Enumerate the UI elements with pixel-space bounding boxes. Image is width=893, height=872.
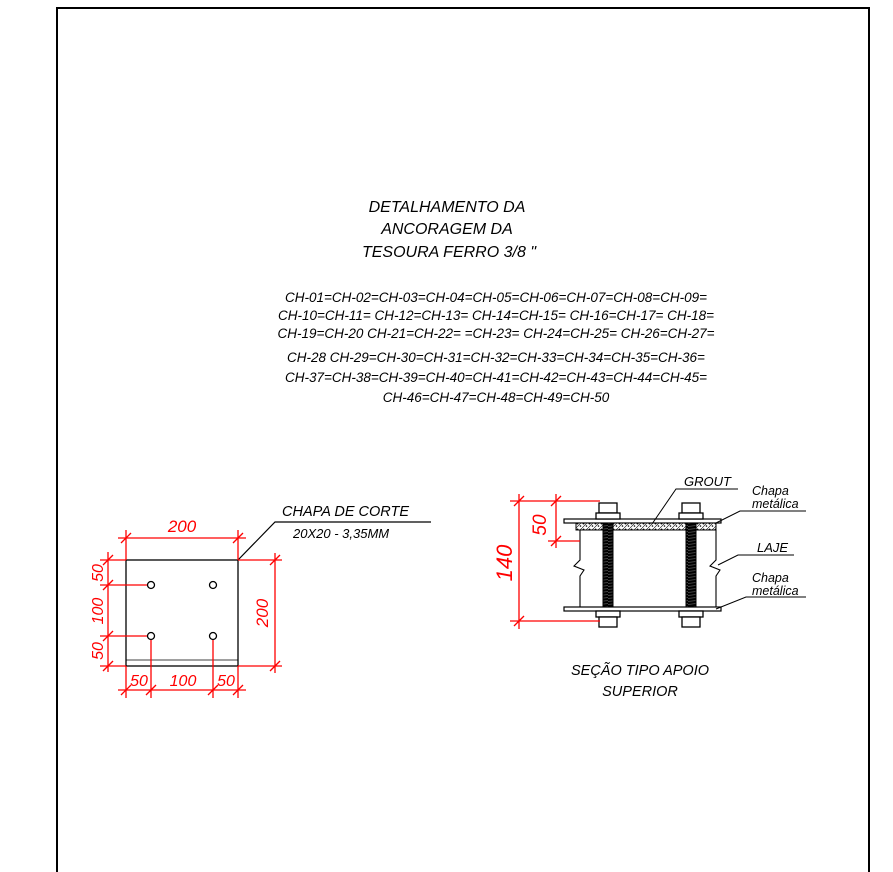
title-line-1: DETALHAMENTO DA bbox=[369, 199, 526, 216]
section-grout-layer bbox=[575, 522, 717, 531]
plate-hole bbox=[208, 631, 218, 641]
plate-list-line-2: CH-10=CH-11= CH-12=CH-13= CH-14=CH-15= C… bbox=[278, 308, 714, 323]
dim-plate-bottom-left: 50 bbox=[130, 673, 148, 690]
plate-list-line-6: CH-46=CH-47=CH-48=CH-49=CH-50 bbox=[383, 390, 610, 405]
section-caption-line-2: SUPERIOR bbox=[602, 684, 678, 700]
plate-plan-view: CHAPA DE CORTE 20X20 - 3,35MM bbox=[90, 504, 431, 698]
section-bottom-plate bbox=[563, 606, 722, 612]
plate-outline bbox=[125, 559, 239, 667]
dim-plate-bottom-mid: 100 bbox=[170, 673, 197, 690]
label-laje: LAJE bbox=[757, 540, 788, 555]
label-grout: GROUT bbox=[684, 474, 732, 489]
plate-list-line-4: CH-28 CH-29=CH-30=CH-31=CH-32=CH-33=CH-3… bbox=[287, 350, 705, 365]
plate-list-line-3: CH-19=CH-20 CH-21=CH-22= =CH-23= CH-24=C… bbox=[277, 326, 714, 341]
label-chapa-bot-2: metálica bbox=[752, 584, 799, 598]
anchor-bolt-right bbox=[678, 502, 704, 628]
dim-section-total: 140 bbox=[492, 544, 517, 581]
sheet-border bbox=[56, 7, 870, 872]
dim-plate-bottom-right: 50 bbox=[217, 673, 235, 690]
title-line-3: TESOURA FERRO 3/8 " bbox=[362, 244, 537, 261]
plate-label-line-1: CHAPA DE CORTE bbox=[282, 504, 409, 520]
plate-hole bbox=[208, 580, 218, 590]
dim-plate-left-top: 50 bbox=[90, 564, 107, 582]
plate-label-leader bbox=[237, 521, 431, 561]
plate-hole bbox=[146, 580, 156, 590]
plate-dimensions bbox=[100, 530, 282, 698]
plate-list-line-1: CH-01=CH-02=CH-03=CH-04=CH-05=CH-06=CH-0… bbox=[285, 290, 707, 305]
dim-plate-top: 200 bbox=[167, 517, 197, 536]
label-chapa-bot-1: Chapa bbox=[752, 571, 789, 585]
dim-plate-left-bot: 50 bbox=[90, 642, 107, 660]
section-slab-outline bbox=[573, 530, 721, 608]
plate-hole bbox=[146, 631, 156, 641]
dim-section-top: 50 bbox=[530, 514, 551, 536]
dim-plate-right: 200 bbox=[253, 598, 272, 628]
dim-plate-left-mid: 100 bbox=[90, 598, 107, 625]
anchor-bolt-left bbox=[595, 502, 621, 628]
label-chapa-top-1: Chapa bbox=[752, 484, 789, 498]
section-view: GROUT Chapa metálica LAJE Chapa metálica… bbox=[492, 474, 806, 700]
label-chapa-top-2: metálica bbox=[752, 497, 799, 511]
section-caption-line-1: SEÇÃO TIPO APOIO bbox=[571, 662, 709, 679]
plate-list-line-5: CH-37=CH-38=CH-39=CH-40=CH-41=CH-42=CH-4… bbox=[285, 370, 707, 385]
section-dimensions bbox=[510, 494, 600, 629]
title-line-2: ANCORAGEM DA bbox=[380, 221, 513, 238]
plate-label-line-2: 20X20 - 3,35MM bbox=[292, 526, 389, 541]
